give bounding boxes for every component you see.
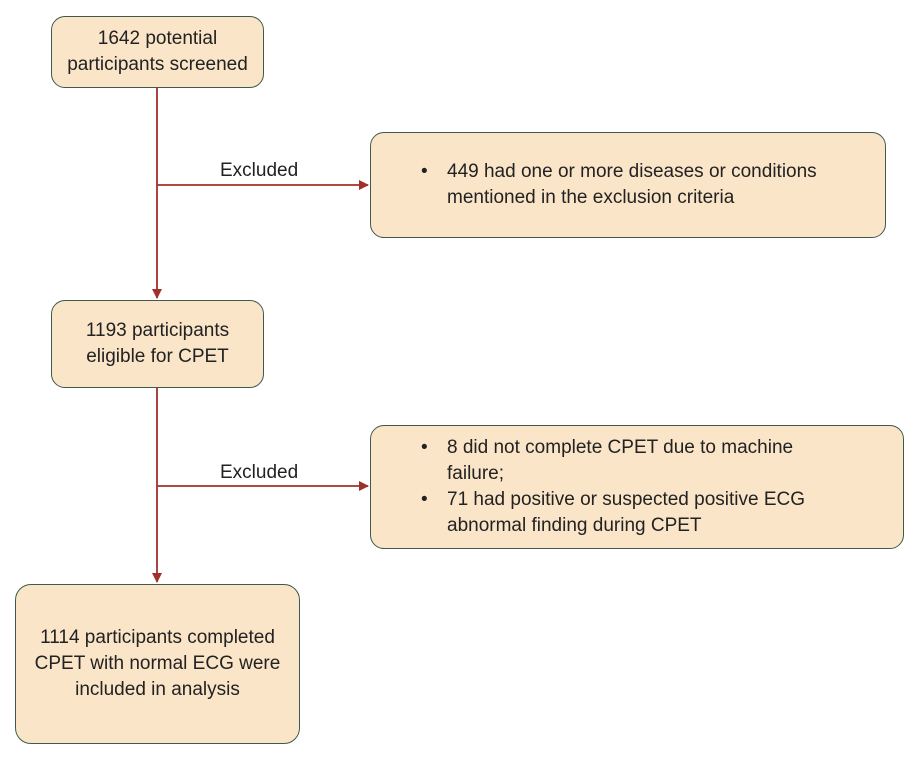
edge-label-excluded: Excluded (220, 160, 299, 181)
exclusion-item: • 8 did not complete CPET due to machine… (417, 435, 805, 487)
bullet-icon: • (421, 437, 428, 458)
box-participants-included: 1114 participants completed CPET with no… (15, 584, 300, 744)
edge-label-excluded: Excluded (220, 462, 299, 483)
exclusion-item: • 71 had positive or suspected positive … (417, 487, 805, 539)
box-text-line: mentioned in the exclusion criteria (447, 187, 735, 208)
exclusion-list: • 8 did not complete CPET due to machine… (417, 435, 805, 539)
exclusion-list: • 449 had one or more diseases or condit… (417, 159, 817, 211)
box-text-line: participants screened (67, 54, 248, 75)
box-participants-screened: 1642 potential participants screened (51, 16, 264, 88)
box-exclusion-criteria: • 449 had one or more diseases or condit… (370, 132, 886, 238)
box-text-line: 71 had positive or suspected positive EC… (447, 489, 806, 510)
box-text-line: 449 had one or more diseases or conditio… (447, 161, 817, 182)
box-text-line: CPET with normal ECG were (34, 653, 281, 674)
box-text-line: 1193 participants (85, 320, 230, 341)
box-participants-eligible: 1193 participants eligible for CPET (51, 300, 264, 388)
bullet-icon: • (421, 161, 428, 182)
box-cpet-exclusions: • 8 did not complete CPET due to machine… (370, 425, 904, 549)
box-text-line: failure; (447, 463, 505, 484)
box-text-line: eligible for CPET (86, 346, 229, 367)
box-text-line: abnormal finding during CPET (447, 515, 702, 536)
box-text-line: 1114 participants completed (40, 627, 275, 648)
bullet-icon: • (421, 489, 428, 510)
box-text-line: included in analysis (75, 679, 240, 700)
exclusion-item: • 449 had one or more diseases or condit… (417, 159, 817, 211)
box-text-line: 8 did not complete CPET due to machine (447, 437, 794, 458)
box-text-line: 1642 potential (97, 28, 218, 49)
